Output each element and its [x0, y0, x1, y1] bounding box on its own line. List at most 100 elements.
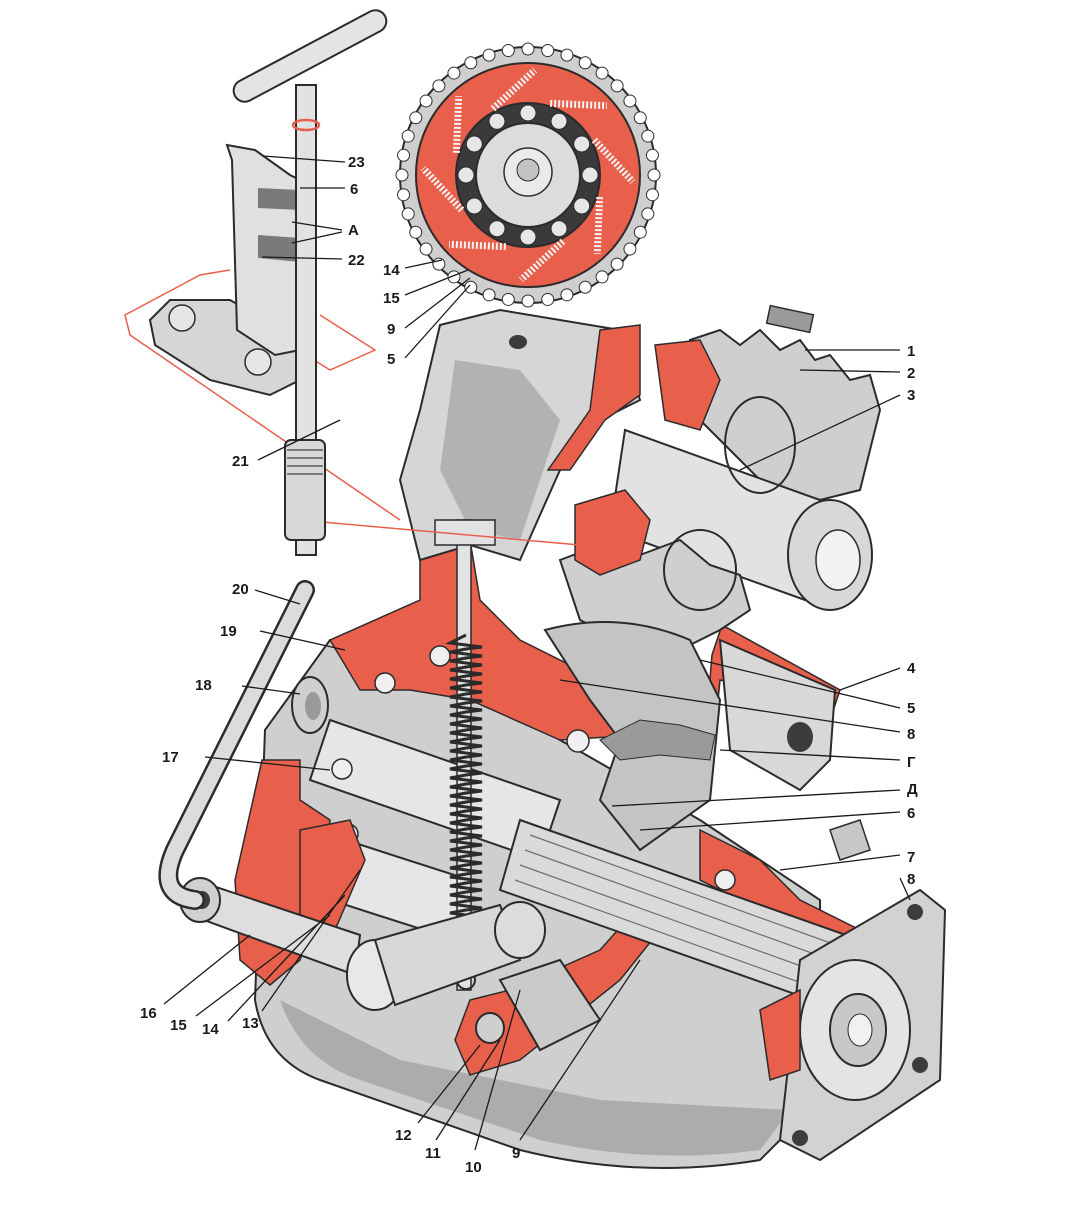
shift-rod-head: [434, 519, 496, 546]
fixture-bolts: [168, 304, 272, 376]
sprocket-tooth-gap: [447, 66, 461, 80]
callout-D: Д: [907, 781, 918, 798]
callout-14-bottom: 14: [202, 1021, 219, 1038]
sprocket-tooth-gap: [432, 79, 446, 93]
lower-section-red: [299, 819, 366, 931]
sprocket-tooth-gap: [623, 94, 637, 108]
callout-A: А: [348, 222, 359, 239]
sprocket-tooth-gap: [521, 294, 535, 308]
sprocket-hole: [550, 220, 568, 238]
callout-9-bottom: 9: [512, 1145, 520, 1162]
callout-10: 10: [465, 1159, 482, 1176]
callout-14-top: 14: [383, 262, 400, 279]
sprocket-hole: [573, 135, 591, 153]
sprocket-hole: [550, 112, 568, 130]
sprocket-inset: [395, 42, 661, 308]
sprocket-tooth-gap: [501, 292, 515, 306]
sprocket-hole: [457, 166, 475, 184]
sprocket-tooth-gap: [397, 188, 411, 202]
side-bracket: [718, 638, 871, 861]
bracket-stud: [829, 819, 871, 861]
sprocket-tooth-gap: [464, 280, 478, 294]
upper-bearing-section: [654, 339, 721, 431]
flange-nut-center: [847, 1013, 873, 1047]
left-shaft-nut-inner: [305, 692, 321, 720]
sprocket-tooth-gap: [610, 257, 624, 271]
sprocket-tooth-gap: [645, 188, 659, 202]
sprocket-tooth-gap: [633, 111, 647, 125]
sprocket-spring: [420, 165, 465, 213]
callout-6-right: 6: [907, 805, 915, 822]
callout-labels: 23 6 А 22 14 15 9 5 21 20 19 18 17 16 15…: [140, 154, 918, 1176]
bevel-gear: [543, 621, 722, 852]
upper-bearing-roller: [724, 396, 796, 494]
callout-12: 12: [395, 1127, 412, 1144]
bracket-hole: [787, 722, 813, 752]
cover-face-shade: [440, 360, 560, 540]
fixture-slot-lower: [258, 235, 300, 262]
sleeve-threads: [287, 449, 323, 475]
sprocket-tooth-gap: [578, 56, 592, 70]
sprocket-hole: [465, 135, 483, 153]
sprocket-center: [516, 158, 540, 182]
sprocket-tooth-gap: [432, 257, 446, 271]
callout-15-bottom: 15: [170, 1017, 187, 1034]
middle-bearing: [663, 529, 737, 611]
callout-8-right: 8: [907, 726, 915, 743]
callout-8-bottom: 8: [907, 871, 915, 888]
sprocket-hole: [581, 166, 599, 184]
sprocket-tooth-gap: [397, 148, 411, 162]
callout-2: 2: [907, 365, 915, 382]
callout-15-top: 15: [383, 290, 400, 307]
sprocket-spring: [591, 137, 636, 185]
bracket-body: [718, 638, 837, 792]
pin-12: [475, 1012, 505, 1044]
upper-shaft-end-inner: [815, 529, 861, 591]
sprocket-tooth-gap: [482, 288, 496, 302]
callout-9-top: 9: [387, 321, 395, 338]
upper-cover: [398, 308, 642, 562]
cover-section-red: [546, 324, 641, 471]
sprocket-tooth-gap: [409, 225, 423, 239]
callout-G: Г: [907, 754, 916, 771]
callout-5-top: 5: [387, 351, 395, 368]
flange-hole-1: [907, 904, 923, 920]
flange-hole-3: [792, 1130, 808, 1146]
spring-assembly: [434, 519, 496, 991]
sprocket-hole: [465, 197, 483, 215]
callout-4: 4: [907, 660, 916, 677]
sprocket-tooth-gap: [464, 56, 478, 70]
sprocket-spring: [593, 197, 604, 255]
sprocket-tooth-gap: [541, 44, 555, 58]
housing-bottom-shade: [280, 1000, 790, 1156]
sprocket-tooth-gap: [647, 168, 661, 182]
sprocket-hole: [488, 220, 506, 238]
coil-spring: [444, 633, 483, 966]
leader-lines: [163, 155, 911, 1151]
sprocket-tooth-gap: [521, 42, 535, 56]
sprocket-tooth-gap: [419, 94, 433, 108]
callout-11: 11: [425, 1145, 441, 1162]
callout-23: 23: [348, 154, 365, 171]
callout-17: 17: [162, 749, 179, 766]
sprocket-tooth-gap: [501, 44, 515, 58]
middle-gear-section: [574, 489, 651, 576]
fixture-slot-upper: [258, 188, 300, 210]
sprocket-tooth-gap: [541, 292, 555, 306]
sprocket-tooth-gap: [560, 288, 574, 302]
sprocket-hole: [519, 228, 537, 246]
callout-22: 22: [348, 252, 365, 269]
sprocket-spring: [448, 240, 506, 251]
callout-6-top: 6: [350, 181, 358, 198]
cover-bolt-hole: [509, 335, 527, 349]
sprocket-tooth-gap: [595, 270, 609, 284]
sprocket-tooth-gap: [610, 79, 624, 93]
callout-5-right: 5: [907, 700, 915, 717]
sprocket-hole: [519, 104, 537, 122]
sprocket-tooth-gap: [560, 48, 574, 62]
key-part-1: [765, 304, 815, 334]
sprocket-hole: [573, 197, 591, 215]
sprocket-tooth-gap: [419, 242, 433, 256]
sprocket-tooth-gap: [595, 66, 609, 80]
